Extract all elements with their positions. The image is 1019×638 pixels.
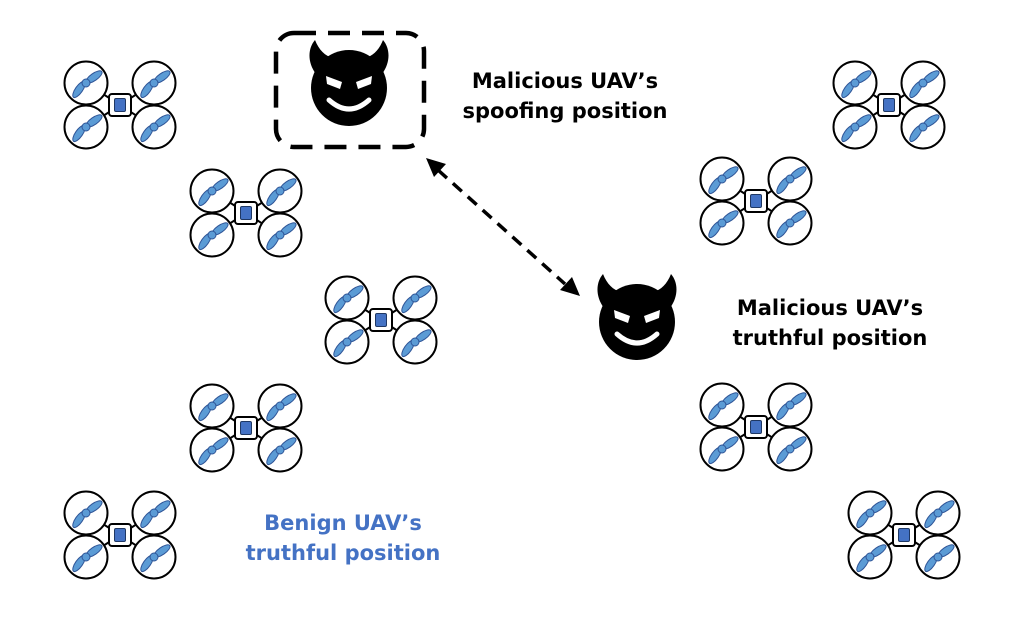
malicious-spoofing-label-line1: Malicious UAV’s bbox=[471, 69, 659, 93]
drone-icon bbox=[65, 62, 176, 149]
drone-icon bbox=[701, 384, 812, 471]
devil-face-icon bbox=[310, 40, 389, 126]
benign-truthful-label-line1: Benign UAV’s bbox=[264, 511, 422, 535]
drone-icon bbox=[701, 158, 812, 245]
drone-icon bbox=[191, 385, 302, 472]
benign-truthful-label-line2: truthful position bbox=[245, 541, 441, 565]
malicious-truthful-label-line2: truthful position bbox=[732, 326, 928, 350]
benign-truthful-label: Benign UAV’s truthful position bbox=[218, 508, 468, 568]
malicious-truthful-label-line1: Malicious UAV’s bbox=[736, 296, 924, 320]
malicious-truthful-label: Malicious UAV’s truthful position bbox=[705, 293, 955, 353]
drone-icon bbox=[65, 492, 176, 579]
devil-face-icon bbox=[598, 274, 677, 360]
drone-icon bbox=[834, 62, 945, 149]
spoofing-arrow bbox=[426, 158, 580, 296]
spoofing-position-box bbox=[273, 30, 427, 150]
drone-icon bbox=[326, 277, 437, 364]
malicious-spoofing-label: Malicious UAV’s spoofing position bbox=[440, 66, 690, 126]
drone-icon bbox=[849, 492, 960, 579]
drone-icon bbox=[191, 170, 302, 257]
malicious-spoofing-label-line2: spoofing position bbox=[462, 99, 668, 123]
